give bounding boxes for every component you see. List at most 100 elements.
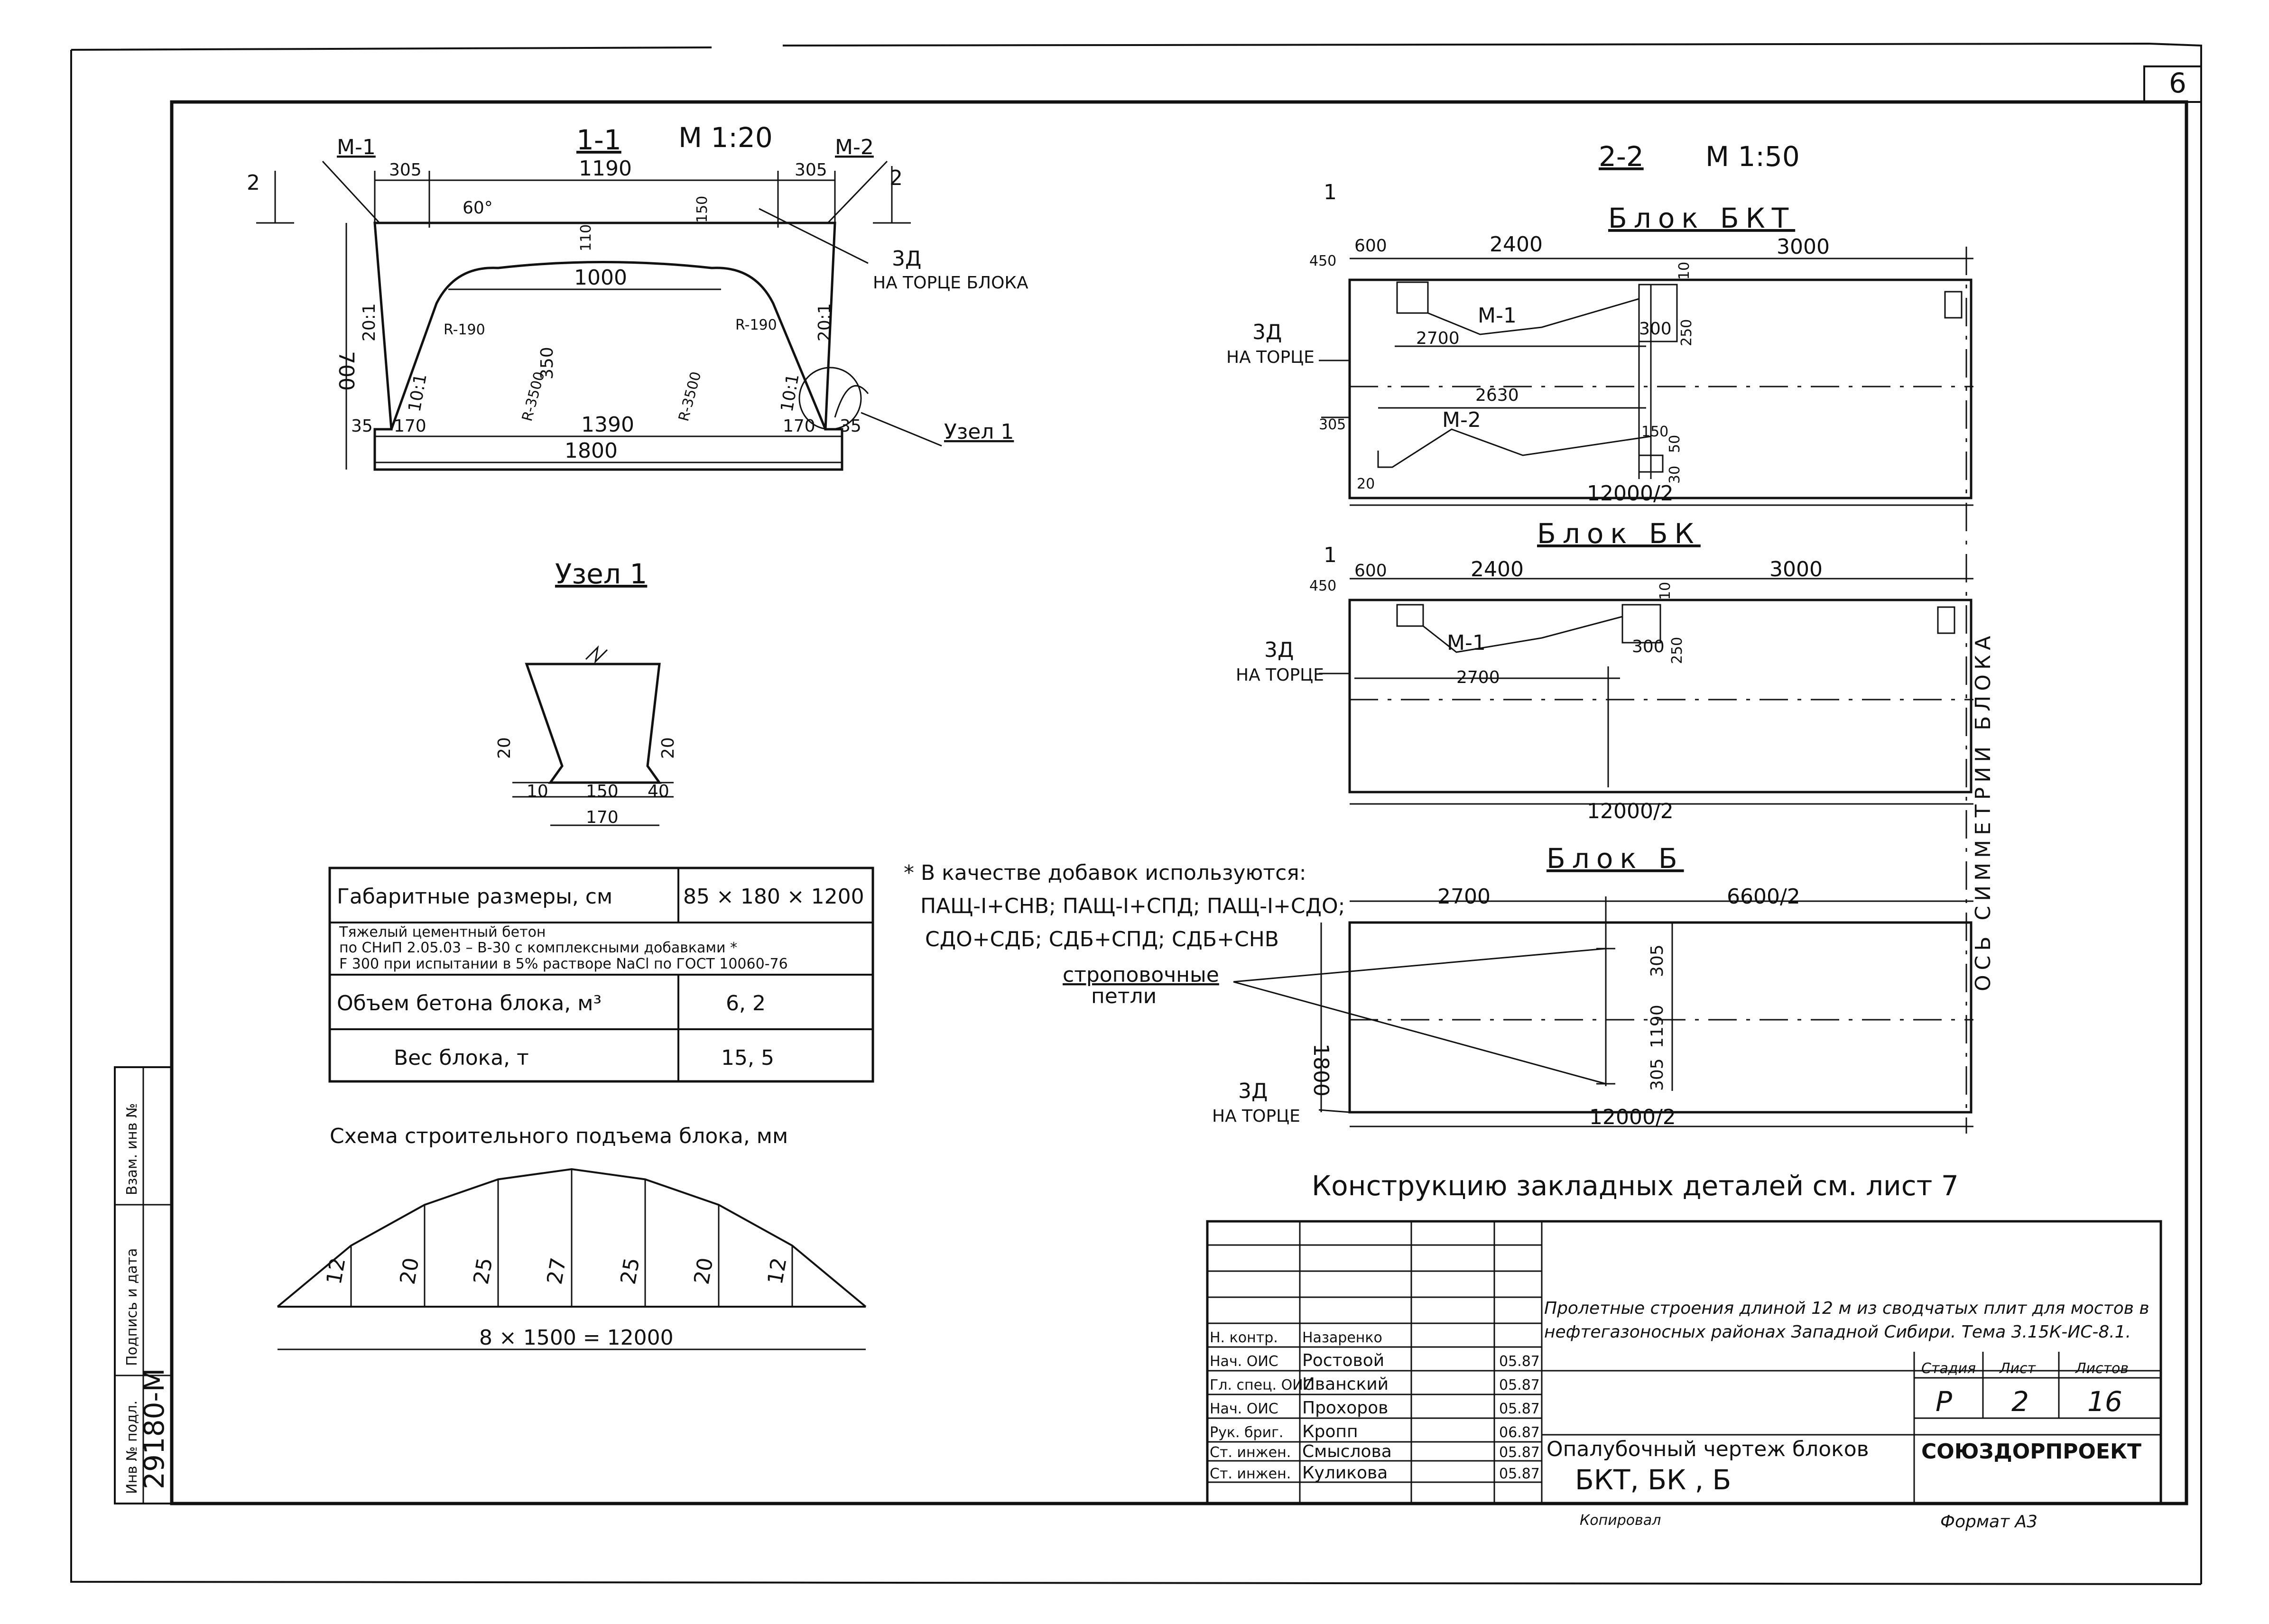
prop-weight-value: 15, 5	[721, 1046, 774, 1070]
dim-305-left: 305	[389, 160, 422, 180]
side-inv-label: Инв № подл.	[124, 1401, 140, 1494]
person-date-4: 06.87	[1499, 1424, 1540, 1441]
b-title: Блок Б	[1547, 842, 1684, 875]
bk-dim-300: 300	[1632, 637, 1665, 656]
section-1-1-scale: М 1:20	[678, 121, 773, 154]
dim-1190: 1190	[579, 157, 632, 181]
prop-volume-value: 6, 2	[726, 991, 766, 1015]
bk-dim-450: 450	[1309, 578, 1336, 594]
person-name-1: Ростовой	[1302, 1351, 1384, 1370]
bk-dim-2700: 2700	[1456, 668, 1500, 687]
outer-border	[70, 42, 2202, 1585]
person-role-6: Ст. инжен.	[1210, 1466, 1291, 1482]
sheet-header: Лист	[1999, 1360, 2037, 1377]
slope-right: 20:1	[815, 303, 834, 341]
lift-value-label: 12	[763, 1256, 792, 1286]
additives-line-1: * В качестве добавок используются:	[904, 861, 1306, 885]
person-date-2: 05.87	[1499, 1377, 1540, 1393]
cut-2-left: 2	[247, 171, 260, 195]
dim-305-right: 305	[795, 160, 827, 180]
lift-value-label: 25	[469, 1256, 498, 1286]
section-2-2: 2-2 М 1:50 ОСЬ СИММЕТРИИ БЛОКА 1 Блок БК…	[1063, 140, 1995, 1134]
additives-line-3: СДО+СДБ; СДБ+СПД; СДБ+СНВ	[925, 927, 1279, 951]
zd-label: 3Д	[892, 247, 921, 271]
prop-concrete-l1: Тяжелый цементный бетон	[339, 924, 546, 941]
section-2-2-title: 2-2	[1599, 140, 1644, 173]
cut-1-top: 1	[1324, 180, 1337, 204]
prop-weight-label: Вес блока, т	[394, 1046, 529, 1070]
bkt-outline	[1348, 278, 1973, 499]
node-dim-20-right: 20	[658, 737, 678, 759]
bk-title: Блок БК	[1537, 517, 1701, 550]
bk-dim-2400: 2400	[1471, 557, 1524, 581]
organization: СОЮЗДОРПРОЕКТ	[1921, 1439, 2141, 1464]
radius-3500-right: R-3500	[676, 370, 704, 423]
lift-value-label: 20	[396, 1256, 424, 1286]
section-1-1-title: 1-1	[576, 124, 621, 156]
inner-frame	[170, 100, 2188, 1505]
dim-350: 350	[537, 347, 557, 379]
prop-dims-value: 85 × 180 × 1200	[683, 885, 864, 909]
node-1-ref: Узел 1	[944, 420, 1014, 444]
person-name-4: Кропп	[1302, 1422, 1358, 1441]
side-sign-label: Подпись и дата	[124, 1248, 140, 1366]
project-line-2: нефтегазоносных районах Западной Сибири.…	[1544, 1322, 2131, 1342]
bk-dim-250: 250	[1669, 637, 1686, 664]
person-name-0: Назаренко	[1302, 1329, 1382, 1346]
sheets-header: Листов	[2075, 1360, 2129, 1377]
sheet-number: 6	[2169, 67, 2186, 99]
prop-volume-label: Объем бетона блока, м³	[337, 991, 602, 1015]
bkt-length: 12000/2	[1587, 481, 1674, 506]
dim-1390: 1390	[581, 413, 634, 437]
node-1-marker	[798, 367, 862, 430]
person-date-1: 05.87	[1499, 1353, 1540, 1370]
additives-line-2: ПАЩ-I+СНВ; ПАЩ-I+СПД; ПАЩ-I+СДО;	[920, 894, 1345, 918]
b-zd: 3Д	[1238, 1079, 1268, 1103]
m2-label: М-2	[835, 135, 874, 159]
copied-label: Копировал	[1580, 1512, 1661, 1529]
lift-value-label: 20	[690, 1256, 718, 1286]
dim-110: 110	[578, 224, 594, 251]
person-role-1: Нач. ОИС	[1210, 1353, 1278, 1370]
bk-dim-3000: 3000	[1769, 557, 1823, 581]
zd-note: НА ТОРЦЕ БЛОКА	[873, 273, 1028, 293]
node-dim-40: 40	[648, 782, 669, 801]
person-date-5: 05.87	[1499, 1444, 1540, 1461]
b-dim-305-bottom: 305	[1648, 1058, 1667, 1091]
bkt-m1: М-1	[1478, 304, 1517, 328]
bk-outline	[1348, 599, 1973, 794]
bkt-dim-30: 30	[1667, 466, 1683, 484]
person-date-3: 05.87	[1499, 1401, 1540, 1417]
lift-scheme: Схема строительного подъема блока, мм 12…	[277, 1124, 867, 1350]
bkt-zd-note: НА ТОРЦЕ	[1226, 348, 1315, 367]
sheet-number-box	[2143, 65, 2202, 103]
bkt-m2: М-2	[1442, 408, 1481, 432]
drawing-title-1: Опалубочный чертеж блоков	[1547, 1437, 1869, 1461]
title-block: Пролетные строения длиной 12 м из сводча…	[1206, 1220, 2162, 1505]
bkt-dim-2700: 2700	[1416, 329, 1460, 348]
side-slope-right: 10:1	[777, 372, 803, 414]
bkt-dim-2400: 2400	[1490, 232, 1543, 257]
person-role-5: Ст. инжен.	[1210, 1444, 1291, 1461]
dim-170-right: 170	[783, 416, 815, 436]
person-role-3: Нач. ОИС	[1210, 1401, 1278, 1417]
b-dim-6600: 6600/2	[1727, 885, 1800, 909]
b-dim-2700: 2700	[1437, 885, 1491, 909]
node-dim-10: 10	[527, 782, 548, 801]
dim-35-right: 35	[840, 416, 861, 436]
bkt-dim-10: 10	[1676, 262, 1693, 280]
b-loops-line-2: петли	[1091, 984, 1157, 1008]
dim-170-left: 170	[394, 416, 426, 436]
symmetry-axis-label: ОСЬ СИММЕТРИИ БЛОКА	[1971, 631, 1995, 991]
bk-dim-10: 10	[1657, 582, 1674, 600]
dim-700: 700	[334, 351, 358, 391]
dim-1000: 1000	[574, 266, 627, 290]
dim-angle: 60°	[463, 198, 493, 218]
b-dim-1190: 1190	[1648, 1005, 1667, 1048]
person-role-0: Н. контр.	[1210, 1329, 1278, 1346]
vault-opening	[390, 261, 827, 430]
radius-190-right: R-190	[735, 317, 777, 333]
bkt-dim-600: 600	[1354, 236, 1387, 256]
person-name-5: Смыслова	[1302, 1442, 1392, 1461]
